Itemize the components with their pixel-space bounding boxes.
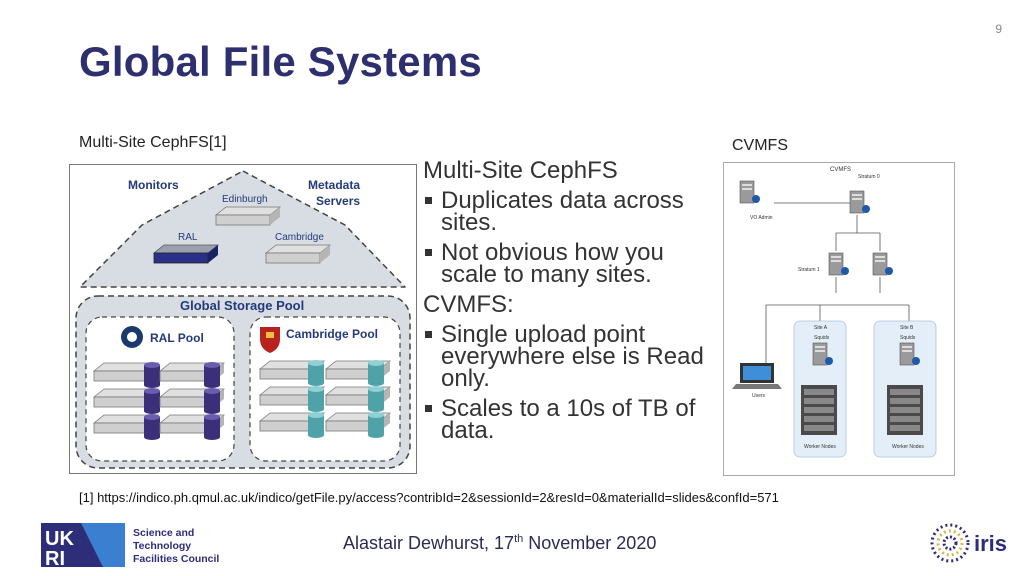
stfc-line-1: Science and	[133, 527, 194, 539]
laptop-icon	[732, 363, 782, 389]
disk-icon	[368, 386, 384, 412]
stfc-line-2: Technology	[133, 540, 191, 552]
author-date-text: November 2020	[523, 533, 657, 553]
edinburgh-label: Edinburgh	[222, 194, 268, 205]
disk-icon	[204, 414, 220, 440]
cephfs-caption: Multi-Site CephFS[1]	[79, 134, 227, 151]
metadata-label-2: Servers	[316, 194, 360, 208]
stfc-emblem-icon	[121, 326, 143, 348]
monitors-label: Monitors	[128, 178, 179, 192]
squids-label-a: Squids	[814, 335, 830, 341]
ral-pool-label: RAL Pool	[150, 331, 204, 345]
stratum1-label: Stratum 1	[798, 267, 820, 273]
site-b-label: Site B	[900, 325, 914, 331]
disk-icon	[308, 386, 324, 412]
cvmfs-diagram-title: CVMFS	[830, 167, 851, 173]
svg-text:UK: UK	[45, 528, 74, 550]
site-a-label: Site A	[814, 325, 828, 331]
author-date: Alastair Dewhurst, 17th November 2020	[343, 533, 656, 554]
date-suffix: th	[514, 533, 524, 545]
disk-icon	[144, 362, 160, 388]
bullet-list: Multi-Site CephFS Duplicates data across…	[423, 157, 723, 450]
stratum1-server-icon	[872, 252, 894, 276]
disk-icon	[368, 412, 384, 438]
squids-label-b: Squids	[900, 335, 916, 341]
iris-text: iris	[974, 531, 1007, 556]
footnote: [1] https://indico.ph.qmul.ac.uk/indico/…	[79, 490, 779, 505]
users-label: Users	[752, 393, 766, 399]
worker-nodes-label-a: Worker Nodes	[804, 444, 836, 450]
disk-icon	[308, 360, 324, 386]
stfc-line-3: Facilities Council	[133, 553, 219, 565]
bullet-item: Not obvious how you scale to many sites.	[423, 241, 723, 287]
author-name: Alastair Dewhurst, 17	[343, 533, 515, 553]
page-number: 9	[995, 22, 1002, 36]
ral-server-icon	[153, 244, 219, 264]
bullet-item: Duplicates data across sites.	[423, 189, 723, 235]
ral-label: RAL	[178, 232, 198, 243]
cambridge-pool-label: Cambridge Pool	[286, 327, 378, 341]
stratum0-label: Stratum 0	[858, 174, 880, 180]
cvmfs-caption: CVMFS	[732, 137, 788, 154]
svg-text:RI: RI	[45, 548, 65, 567]
slide-title: Global File Systems	[79, 38, 482, 85]
worker-rack-icon	[801, 385, 837, 435]
disk-icon	[204, 388, 220, 414]
bullet-heading-cephfs: Multi-Site CephFS	[423, 157, 618, 184]
bullet-heading-cvmfs: CVMFS:	[423, 291, 514, 318]
bullet-item: Scales to a 10s of TB of data.	[423, 397, 723, 443]
disk-icon	[144, 388, 160, 414]
cambridge-crest-icon	[260, 327, 280, 353]
vo-admin-server-icon	[739, 180, 761, 204]
vo-admin-label: VO Admin	[750, 215, 773, 221]
disk-icon	[204, 362, 220, 388]
disk-icon	[368, 360, 384, 386]
bullet-item: Single upload point everywhere else is R…	[423, 323, 723, 391]
cambridge-label: Cambridge	[275, 232, 324, 243]
cvmfs-diagram: CVMFS Stratum 0 VO Admin Stratum 1 Site …	[723, 162, 955, 476]
ukri-stfc-logo: UK RI Science and Technology Facilities …	[41, 521, 231, 570]
stratum0-server-icon	[849, 190, 871, 214]
global-storage-pool-label: Global Storage Pool	[180, 298, 304, 313]
worker-nodes-label-b: Worker Nodes	[892, 444, 924, 450]
worker-rack-icon	[887, 385, 923, 435]
cephfs-diagram: Monitors Metadata Servers Edinburgh RAL …	[69, 164, 417, 474]
edinburgh-server-icon	[215, 206, 281, 226]
iris-logo: iris	[928, 520, 1020, 566]
cambridge-server-icon	[265, 244, 331, 264]
disk-icon	[144, 414, 160, 440]
stratum1-server-icon	[828, 252, 850, 276]
disk-icon	[308, 412, 324, 438]
metadata-label-1: Metadata	[308, 178, 360, 192]
iris-dots-icon	[930, 523, 970, 563]
